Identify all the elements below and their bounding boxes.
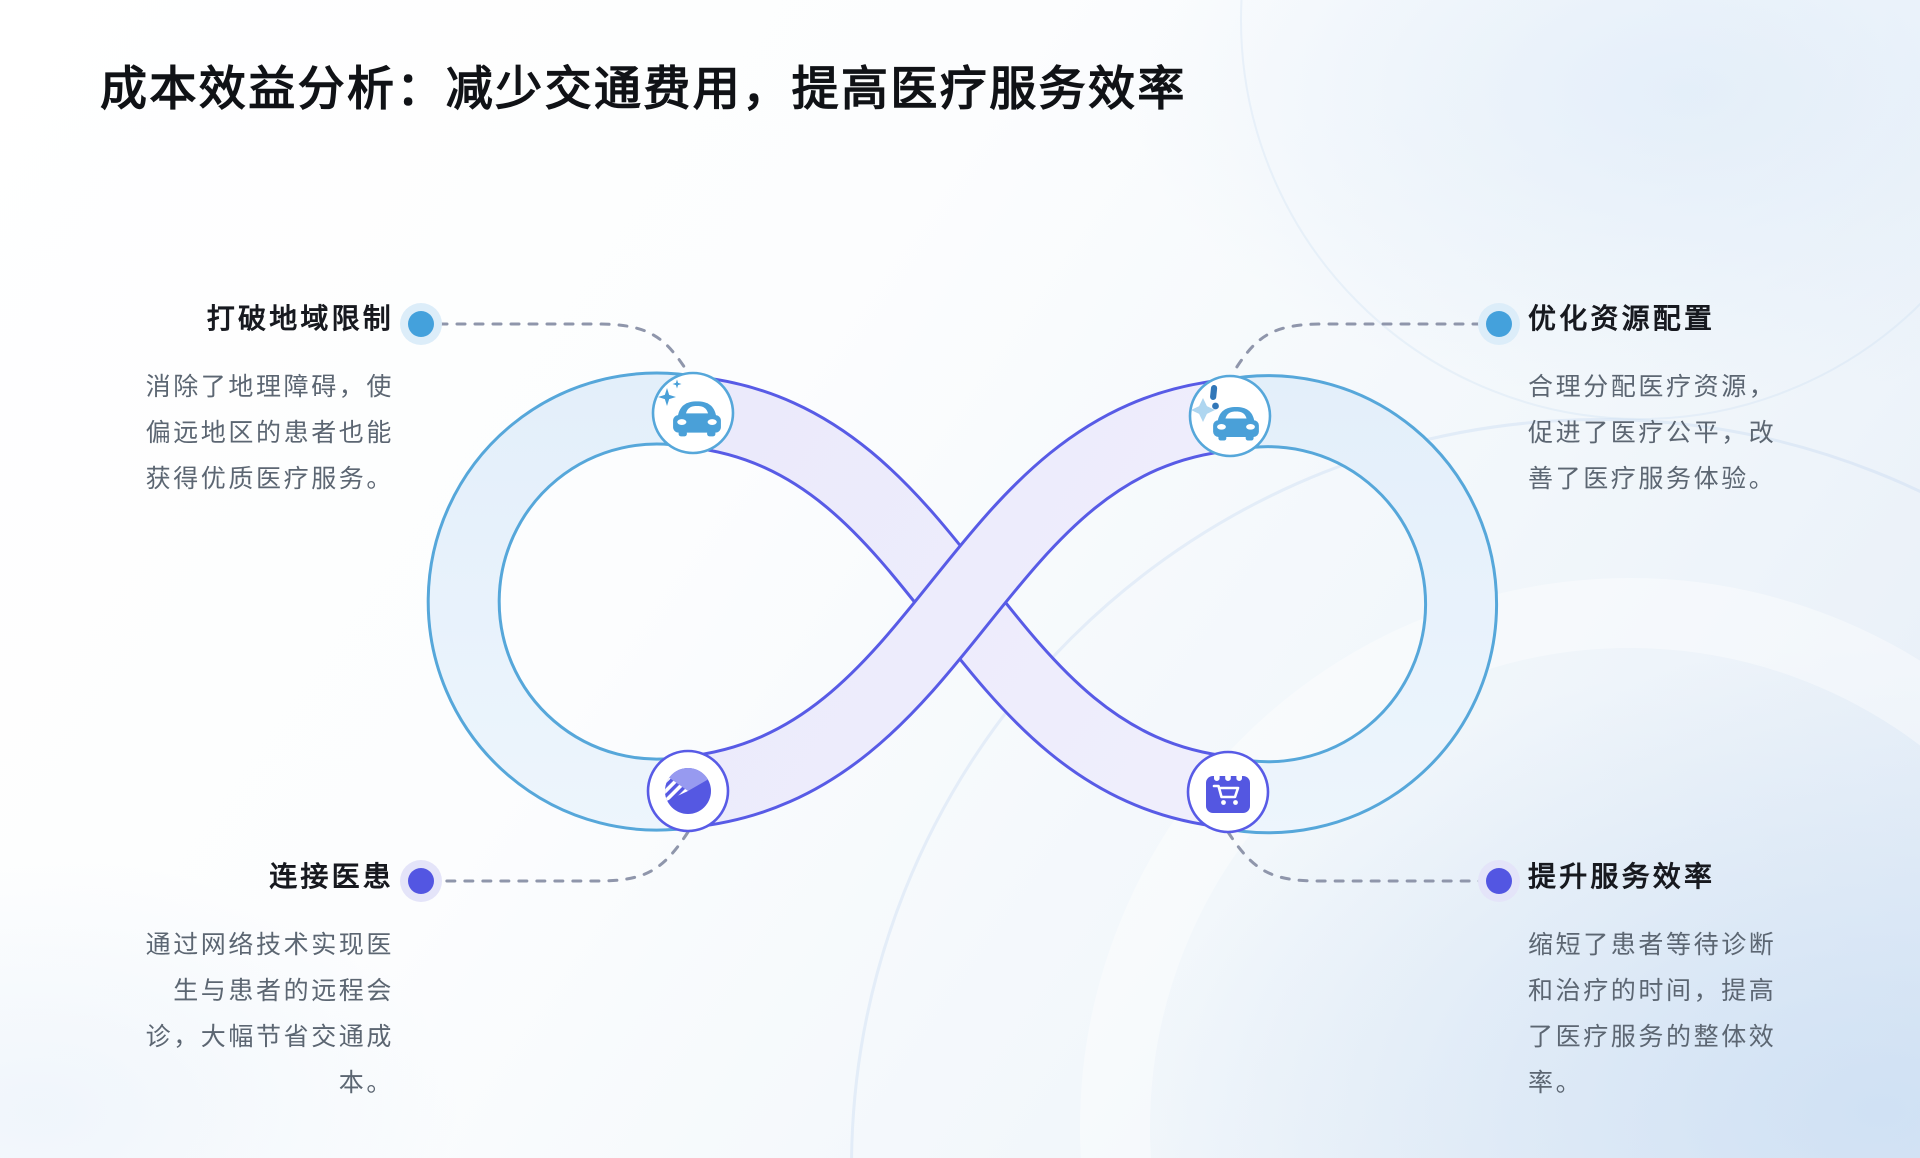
diagonal-band-ascending — [651, 378, 1267, 829]
left-loop-band — [426, 371, 730, 832]
point-block-bottom-left: 连接医患 通过网络技术实现医生与患者的远程会诊，大幅节省交通成本。 — [140, 858, 394, 1106]
sparkle-car-icon — [658, 379, 721, 437]
point-description: 合理分配医疗资源，促进了医疗公平，改善了医疗服务体验。 — [1528, 373, 1777, 493]
connector-top-right — [1231, 322, 1501, 375]
connector-top-left — [419, 322, 689, 373]
point-title: 连接医患 — [269, 861, 394, 892]
point-description: 消除了地理障碍，使偏远地区的患者也能获得优质医疗服务。 — [145, 373, 394, 493]
point-block-bottom-right: 提升服务效率 缩短了患者等待诊断和治疗的时间，提高了医疗服务的整体效率。 — [1528, 858, 1782, 1106]
dot-top-right — [1478, 303, 1520, 345]
point-block-top-right: 优化资源配置 合理分配医疗资源，促进了医疗公平，改善了医疗服务体验。 — [1528, 300, 1782, 502]
pie-chart-icon — [665, 768, 711, 814]
point-title: 打破地域限制 — [206, 303, 394, 334]
car-alert-icon — [1191, 385, 1259, 441]
point-block-top-left: 打破地域限制 消除了地理障碍，使偏远地区的患者也能获得优质医疗服务。 — [140, 300, 394, 502]
cart-calendar-icon — [1206, 770, 1250, 813]
connector-bottom-right — [1226, 830, 1501, 883]
dot-bottom-right — [1478, 860, 1520, 902]
page-title: 成本效益分析：减少交通费用，提高医疗服务效率 — [100, 62, 1187, 115]
point-description: 缩短了患者等待诊断和治疗的时间，提高了医疗服务的整体效率。 — [1528, 931, 1777, 1097]
point-title: 提升服务效率 — [1528, 861, 1716, 892]
dot-top-left — [400, 303, 442, 345]
point-description: 通过网络技术实现医生与患者的远程会诊，大幅节省交通成本。 — [145, 931, 394, 1097]
dot-bottom-left — [400, 860, 442, 902]
connector-bottom-left — [419, 830, 690, 883]
right-loop-band — [1191, 374, 1499, 835]
point-title: 优化资源配置 — [1528, 303, 1716, 334]
